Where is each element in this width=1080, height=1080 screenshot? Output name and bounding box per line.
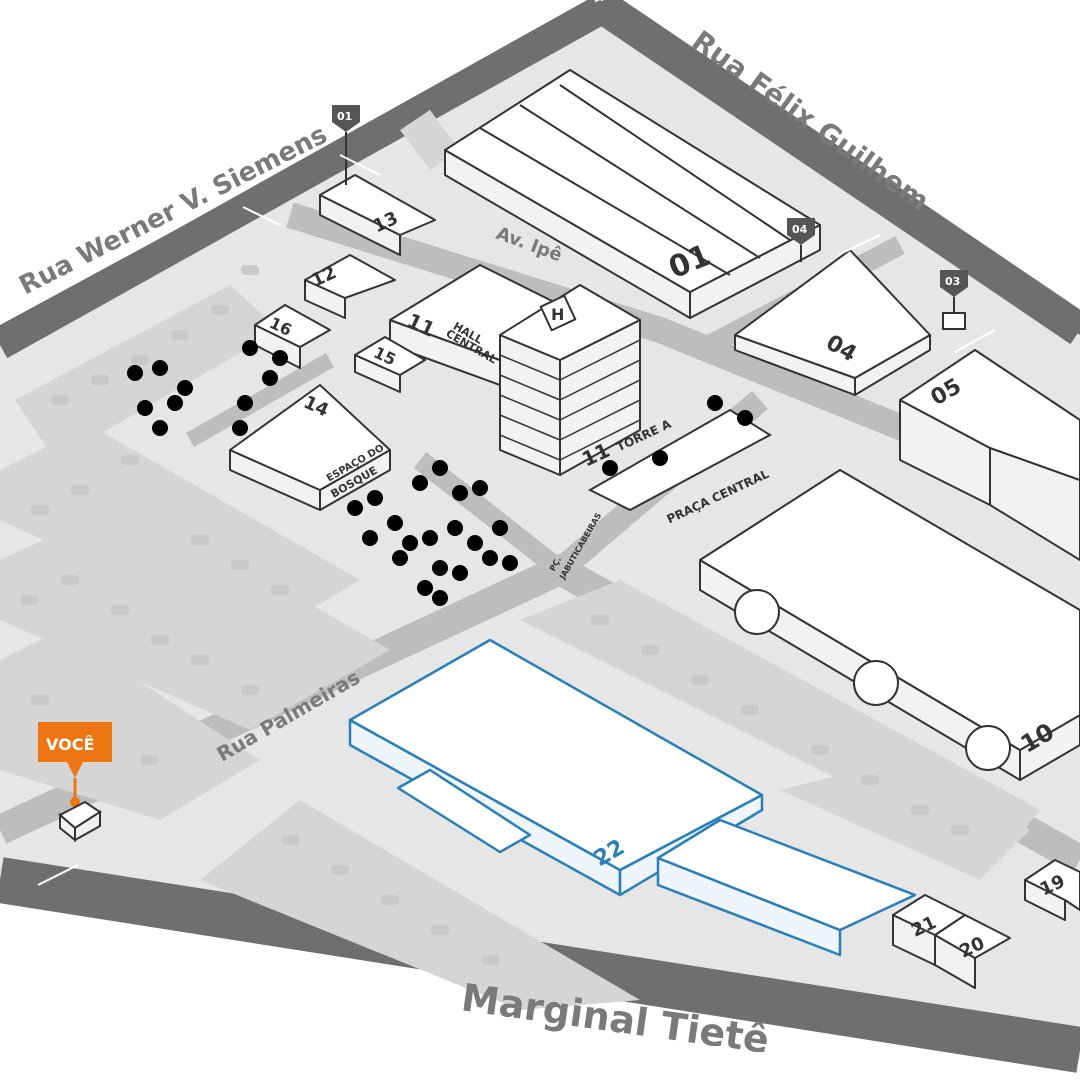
building-22[interactable]: 22 bbox=[348, 638, 917, 957]
building-01[interactable]: 01 bbox=[444, 69, 821, 319]
building-13[interactable]: 13 bbox=[319, 174, 436, 256]
building-04[interactable]: 04 bbox=[734, 249, 931, 396]
you-are-here-label: VOCÊ bbox=[46, 735, 94, 754]
you-are-here-marker[interactable]: VOCÊ bbox=[38, 722, 112, 843]
gate-04-marker[interactable]: 04 bbox=[787, 218, 815, 262]
gate-01-label: 01 bbox=[337, 110, 352, 123]
gate-03-label: 03 bbox=[945, 275, 960, 288]
building-12[interactable]: 12 bbox=[304, 254, 396, 319]
direction-arrows bbox=[37, 154, 996, 886]
building-11-torre-a[interactable]: H 11 TORRE A bbox=[499, 284, 674, 476]
building-10[interactable]: 10 bbox=[699, 469, 1080, 781]
gate-04-label: 04 bbox=[792, 223, 808, 236]
road-werner bbox=[0, 0, 608, 359]
helipad-label: H bbox=[551, 305, 564, 324]
road-internal-5 bbox=[186, 353, 334, 447]
building-19[interactable]: 19 bbox=[1024, 859, 1080, 921]
building-14[interactable]: 14 ESPAÇO DO BOSQUE bbox=[229, 384, 391, 511]
road-internal-3 bbox=[413, 452, 567, 578]
building-05[interactable]: 05 bbox=[899, 349, 1080, 561]
building-21[interactable]: 21 bbox=[892, 894, 966, 966]
building-15[interactable]: 15 bbox=[354, 336, 426, 393]
building-16[interactable]: 16 bbox=[254, 304, 331, 369]
gate-03-marker[interactable]: 03 bbox=[940, 270, 968, 330]
road-felix bbox=[590, 0, 1080, 345]
